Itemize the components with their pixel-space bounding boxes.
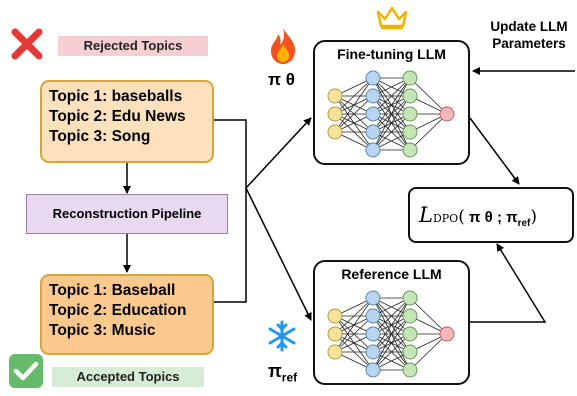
fire-icon [267,26,299,66]
network-node [365,344,381,360]
reference-pi: π [268,361,282,381]
network-edge [334,95,374,133]
finetune-policy-symbol: π θ [268,70,295,89]
network-edge [334,297,374,353]
accepted-topic-1: Topic 1: Baseball [49,282,176,299]
network-node [365,362,381,378]
arrow-reference-to-loss [470,243,547,323]
update-llm-parameters: Update LLM Parameters [482,18,576,52]
line-accepted-out [212,188,247,303]
pipeline-label: Reconstruction Pipeline [52,206,202,221]
network-node [327,124,343,140]
network-edge [372,315,411,371]
network-node [327,88,343,104]
cross-icon [10,27,44,61]
rejected-topic-2: Topic 2: Edu News [49,108,186,125]
network-edge [372,95,411,151]
network-node [365,308,381,324]
network-edge [372,113,411,151]
network-edge [334,297,374,335]
reference-llm-title: Reference LLM [341,266,442,282]
network-edge [372,77,411,133]
network-node [402,106,418,122]
network-edge [372,297,411,353]
network-edge [334,77,374,115]
loss-close-paren: ) [530,207,538,227]
rejected-topic-3: Topic 3: Song [49,128,151,145]
network-node [402,362,418,378]
update-line-1: Update LLM [490,19,568,34]
loss-script-l: L [419,203,433,227]
network-node [365,70,381,86]
network-node [365,106,381,122]
rejected-topic-1: Topic 1: baseballs [49,88,183,105]
network-node [402,344,418,360]
network-node [365,88,381,104]
network-node [439,106,455,122]
network-node [365,290,381,306]
network-node [327,106,343,122]
loss-ref-subscript: ref [517,218,531,230]
reference-subscript: ref [281,370,298,385]
network-edge [409,333,448,371]
network-edge [409,113,448,151]
snowflake-icon [266,320,298,352]
network-node [402,70,418,86]
network-node [439,326,455,342]
network-edge [372,297,411,371]
network-edge [372,77,411,151]
finetuning-llm-title: Fine-tuning LLM [337,46,446,62]
network-node [402,290,418,306]
reference-policy-symbol: πref [268,361,297,385]
reference-llm-box: Reference LLM [313,260,470,385]
line-rejected-out [212,119,247,188]
check-icon [8,353,44,389]
finetune-network [327,70,455,158]
loss-subscript: DPO [432,212,459,225]
network-node [402,124,418,140]
network-node [402,326,418,342]
arrow-finetune-to-loss [469,117,520,185]
arrow-to-finetune [245,117,312,189]
network-edge [372,77,411,115]
network-node [365,326,381,342]
network-node [365,142,381,158]
accepted-topic-3: Topic 3: Music [49,322,156,339]
network-node [402,88,418,104]
network-node [327,344,343,360]
network-node [327,308,343,324]
network-edge [334,315,374,353]
finetuning-llm-box: Fine-tuning LLM [313,40,470,165]
loss-args: π θ ; π [464,209,518,226]
network-edge [409,77,448,115]
network-edge [372,333,411,371]
network-edge [334,77,374,133]
network-node [402,308,418,324]
network-edge [409,297,448,335]
network-node [365,124,381,140]
update-line-2: Parameters [492,36,566,51]
accepted-topics-label: Accepted Topics [52,367,204,387]
network-node [327,326,343,342]
accepted-topics-box: Topic 1: Baseball Topic 2: Education Top… [40,274,214,355]
accepted-topic-2: Topic 2: Education [49,302,187,319]
loss-open-paren: ( [458,207,465,227]
reference-network [327,290,455,378]
network-edge [372,297,411,335]
arrow-to-reference [245,187,312,321]
network-node [402,142,418,158]
rejected-topics-label: Rejected Topics [58,36,208,56]
rejected-topics-box: Topic 1: baseballs Topic 2: Edu News Top… [40,80,214,163]
crown-icon [375,4,409,30]
dpo-loss-box: LDPO( π θ ; πref) [408,187,574,243]
reconstruction-pipeline-box: Reconstruction Pipeline [26,194,228,234]
